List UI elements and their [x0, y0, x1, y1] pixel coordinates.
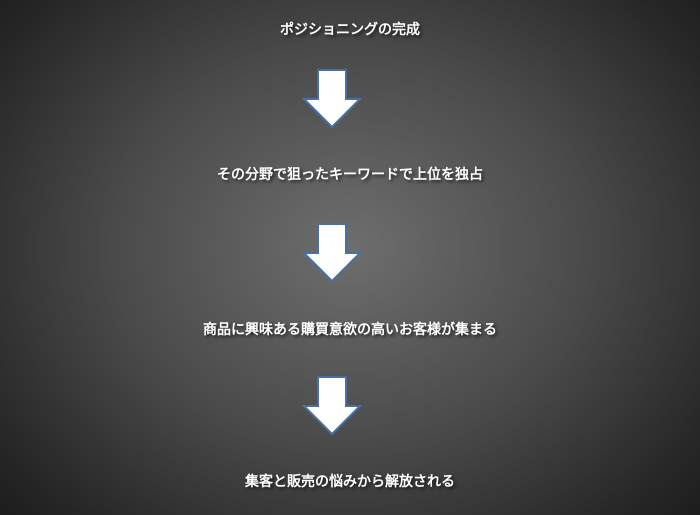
step-freed-from-worries: 集客と販売の悩みから解放される	[245, 474, 455, 490]
step-motivated-customers: 商品に興味ある購買意欲の高いお客様が集まる	[203, 322, 497, 338]
step-positioning-complete: ポジショニングの完成	[280, 22, 420, 38]
step-keyword-top-ranking: その分野で狙ったキーワードで上位を独占	[217, 167, 483, 183]
down-arrow-icon	[301, 69, 363, 129]
down-arrow-icon	[301, 376, 363, 436]
down-arrow-icon	[301, 223, 363, 283]
